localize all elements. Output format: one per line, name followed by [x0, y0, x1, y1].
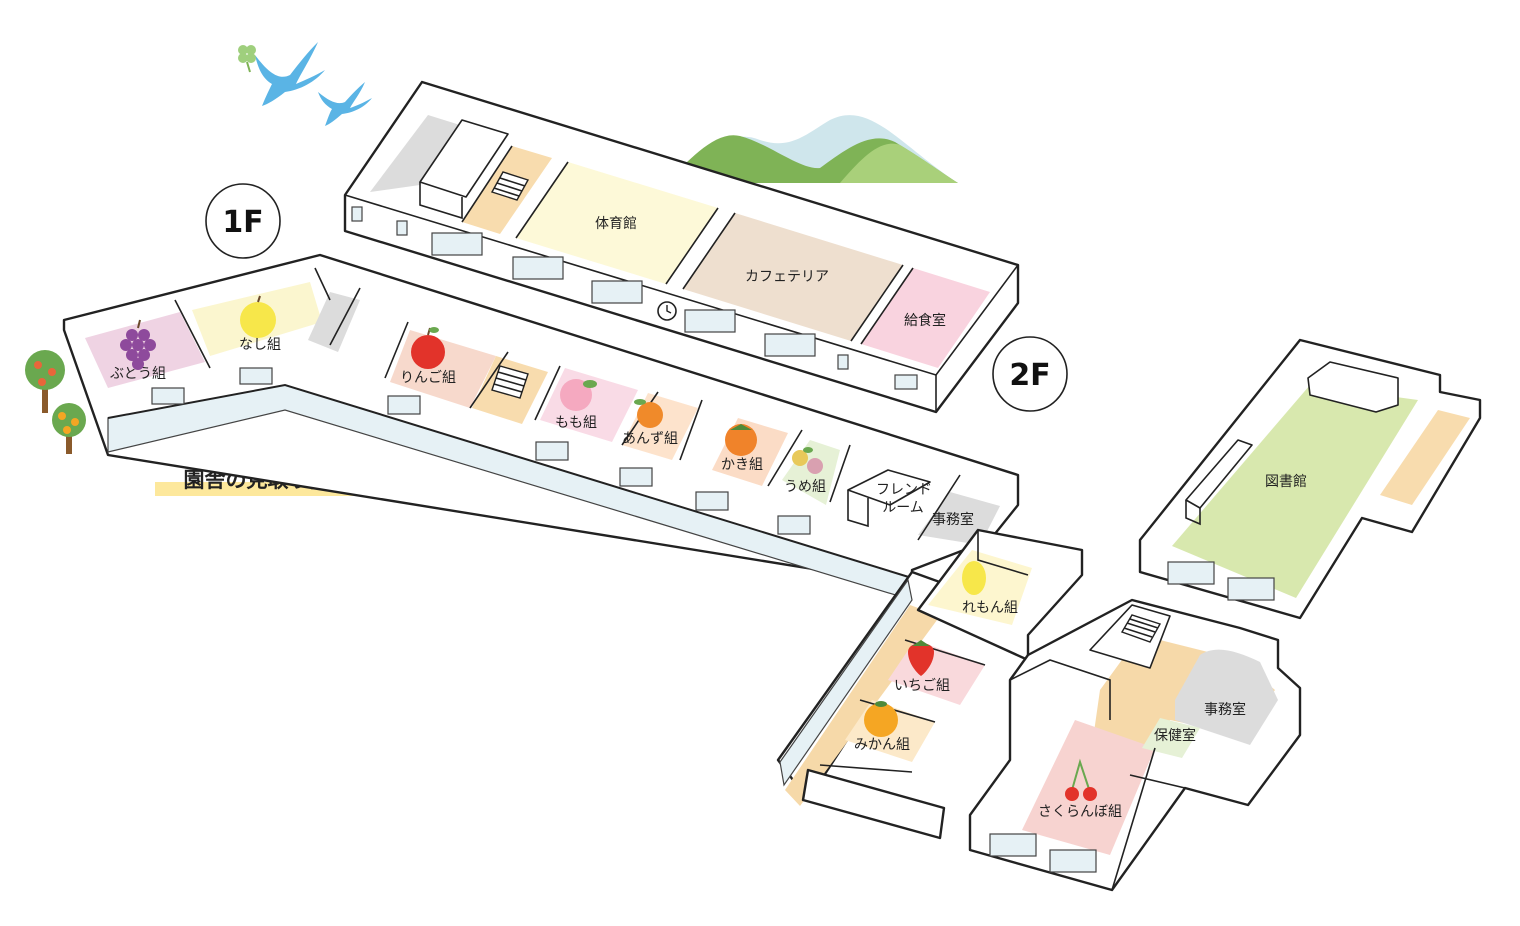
strawberry-icon	[908, 640, 934, 676]
plum-icon	[792, 447, 823, 474]
svg-text:2F: 2F	[1009, 358, 1050, 393]
clock-icon	[657, 301, 677, 321]
apple-icon	[411, 327, 445, 369]
tree-icon	[25, 350, 65, 413]
room-label-ringo: りんご組	[400, 370, 456, 386]
stairs-icon	[490, 171, 530, 201]
building-lower-wing: れもん組 いちご組 みかん組	[776, 528, 1084, 840]
svg-text:1F: 1F	[222, 205, 263, 240]
room-label-office-1f: 事務室	[932, 511, 974, 528]
bird-icon	[318, 82, 372, 126]
room-label-kitchen: 給食室	[904, 312, 946, 329]
room-label-friend-room-2: ルーム	[882, 500, 924, 516]
apricot-icon	[634, 399, 663, 428]
building-gym-block: 体育館 カフェテリア 給食室	[343, 80, 1020, 414]
tree-icon	[52, 403, 86, 454]
room-label-office-2f: 事務室	[1204, 701, 1246, 718]
stairs-icon	[491, 365, 529, 399]
room-label-friend-room: フレンド	[876, 482, 932, 498]
room-label-anzu: あんず組	[622, 431, 678, 447]
room-label-mikan: みかん組	[854, 737, 910, 753]
room-label-sakuranbo: さくらんぼ組	[1038, 804, 1122, 820]
room-label-gym: 体育館	[595, 215, 637, 232]
peach-icon	[560, 379, 597, 411]
pear-icon	[240, 295, 276, 338]
room-label-cafeteria: カフェテリア	[745, 269, 829, 285]
building-main-wing: ぶどう組 なし組 りんご組 もも組 あんず組 かき組 うめ組 フレンド ルーム …	[62, 253, 1020, 601]
room-label-lemon: れもん組	[962, 600, 1018, 616]
grape-icon	[120, 319, 156, 370]
cherry-icon	[1065, 758, 1097, 801]
mountain-icon	[665, 115, 958, 183]
lemon-icon	[962, 561, 986, 595]
room-label-nashi: なし組	[239, 337, 281, 353]
bird-icon	[255, 42, 325, 106]
clover-icon	[238, 45, 256, 73]
floor-badge-1f: 1F	[205, 183, 281, 259]
stairs-icon	[1120, 614, 1162, 643]
room-label-ume: うめ組	[784, 479, 826, 495]
room-label-ichigo: いちご組	[894, 678, 950, 694]
building-south-block: さくらんぼ組 保健室 事務室	[968, 598, 1302, 892]
floor-badge-2f: 2F	[992, 336, 1068, 412]
room-label-library: 図書館	[1265, 473, 1307, 490]
room-label-momo: もも組	[555, 415, 597, 431]
room-label-budou: ぶどう組	[110, 366, 166, 382]
persimmon-icon	[725, 424, 757, 456]
room-label-kaki: かき組	[721, 457, 763, 473]
building-library: 図書館	[1138, 338, 1482, 620]
mandarin-icon	[864, 701, 898, 737]
room-label-health-room: 保健室	[1154, 727, 1196, 744]
